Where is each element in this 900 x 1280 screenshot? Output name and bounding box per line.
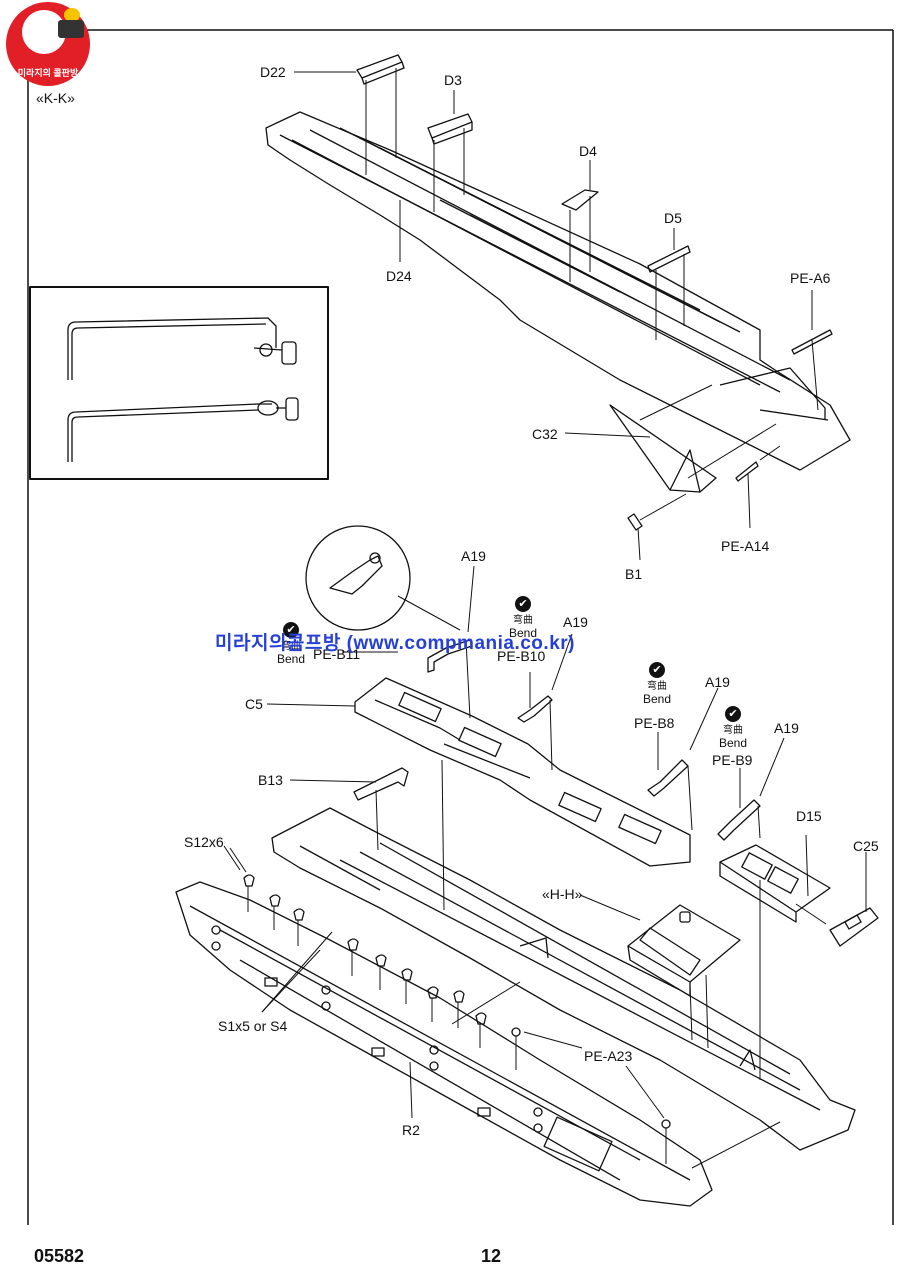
page-number: 12 [481, 1246, 502, 1266]
part-pe-b8 [647, 759, 693, 831]
label-c32: C32 [532, 426, 558, 442]
logo-text: 미라지의 콜판방 [17, 68, 79, 78]
part-pe-b10 [517, 695, 553, 771]
part-c25 [795, 852, 879, 947]
part-d24 [265, 111, 851, 471]
part-b1 [627, 493, 687, 561]
label-d4: D4 [579, 143, 597, 159]
bend-icon: ✔ [649, 662, 665, 678]
detail-circle-pe-b11 [305, 525, 461, 631]
part-d15 [719, 834, 831, 1080]
label-d22: D22 [260, 64, 286, 80]
label-pe-a14: PE-A14 [721, 538, 770, 554]
bend-note-b11: ✔ 弯曲 Bend [276, 622, 306, 666]
label-pe-a23: PE-A23 [584, 1048, 633, 1064]
label-d3: D3 [444, 72, 462, 88]
part-d22 [356, 54, 405, 175]
label-h-h: «H-H» [542, 886, 583, 902]
label-s1x5-or-s4: S1x5 or S4 [218, 1018, 288, 1034]
label-a19-2: A19 [563, 614, 588, 630]
part-c5 [266, 677, 691, 867]
part-d5 [647, 245, 691, 340]
label-c25: C25 [853, 838, 879, 854]
watermark-text: 미라지의콤프방 (www.compmania.co.kr) [215, 633, 575, 654]
label-pe-a6: PE-A6 [790, 270, 831, 286]
label-c5: C5 [245, 696, 263, 712]
label-pe-b9: PE-B9 [712, 752, 753, 768]
label-a19-4: A19 [774, 720, 799, 736]
label-d5: D5 [664, 210, 682, 226]
label-d24: D24 [386, 268, 412, 284]
label-r2: R2 [402, 1122, 420, 1138]
part-d3 [427, 113, 473, 212]
part-d4 [561, 189, 599, 282]
part-h-h [579, 894, 741, 1049]
part-r2 [175, 881, 713, 1207]
product-code: 05582 [34, 1246, 85, 1266]
part-c32 [564, 384, 777, 493]
bend-note-b8: ✔ 弯曲 Bend [642, 662, 672, 706]
bend-note-b10: ✔ 弯曲 Bend [508, 596, 538, 640]
label-d15: D15 [796, 808, 822, 824]
label-a19-1: A19 [461, 548, 486, 564]
label-a19-3: A19 [705, 674, 730, 690]
label-pe-b8: PE-B8 [634, 715, 675, 731]
part-pe-b9 [717, 799, 761, 841]
kk-view-title: «K-K» [36, 90, 75, 106]
part-pe-b11 [427, 639, 473, 719]
label-pe-b11: PE-B11 [313, 646, 361, 662]
label-b1: B1 [625, 566, 643, 582]
part-b13 [289, 759, 445, 911]
part-pe-a14 [735, 445, 781, 529]
bend-icon: ✔ [283, 622, 299, 638]
brand-logo: 미라지의 콜판방 [6, 2, 90, 86]
part-s12-pins [229, 847, 487, 1048]
bend-note-b9: ✔ 弯曲 Bend [718, 706, 748, 750]
kk-detail-part-2 [67, 397, 299, 462]
bend-icon: ✔ [515, 596, 531, 612]
kk-detail-part-1 [67, 317, 297, 380]
label-pe-b10: PE-B10 [497, 648, 546, 664]
bend-icon: ✔ [725, 706, 741, 722]
part-pe-a23 [409, 981, 781, 1169]
part-lower-deck [271, 807, 856, 1151]
label-s12x6: S12x6 [184, 834, 224, 850]
part-pe-a6 [791, 329, 833, 411]
label-b13: B13 [258, 772, 283, 788]
